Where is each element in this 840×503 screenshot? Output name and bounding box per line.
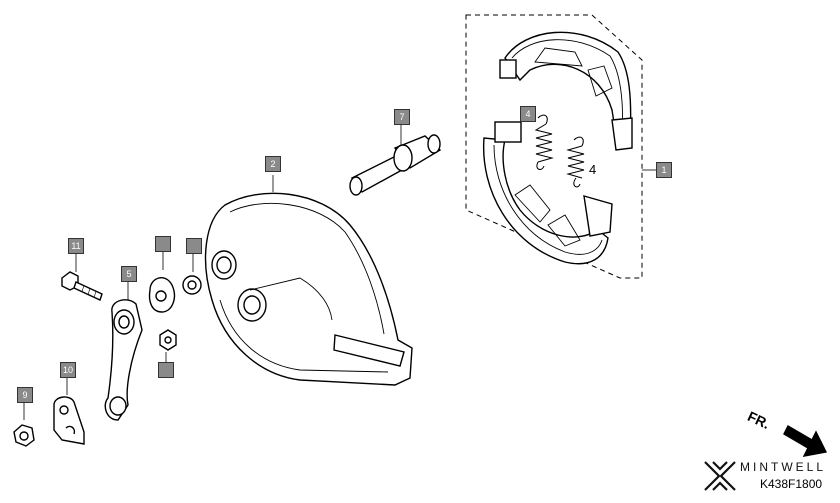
part-tag-blank [158,362,174,378]
spring-lower [566,136,585,188]
brand-name: MINTWELL [740,460,827,474]
front-arrow-icon [783,425,828,457]
brake-panel [204,175,413,386]
spring-upper [534,114,554,170]
cam-shaft [349,125,442,196]
part-tag-11: 11 [68,238,84,254]
part-tag-4: 4 [520,106,536,122]
brand-logo-icon [704,461,736,491]
bolt [61,252,103,301]
upper-brake-shoe [499,31,633,151]
nut [13,403,35,447]
part-tag-9: 9 [17,387,33,403]
diagram-code: K438F1800 [760,477,823,491]
lower-brake-shoe [482,121,613,265]
brake-arm [104,282,143,421]
part-tag-blank [155,236,171,252]
spring-callout-label: 4 [589,162,597,177]
part-tag-1: 1 [656,162,672,178]
wear-indicator [182,251,202,295]
part-tag-10: 10 [60,362,76,378]
part-tag-2: 2 [265,156,281,172]
shoe-assembly-boundary [465,14,643,279]
seal-washer [148,250,176,313]
panel-nut [159,329,177,362]
part-tag-7: 7 [394,109,410,125]
brand-block: MINTWELL K438F1800 [703,458,833,498]
stopper-plate [53,378,85,445]
part-tag-blank [186,238,202,254]
part-tag-5: 5 [121,266,137,282]
